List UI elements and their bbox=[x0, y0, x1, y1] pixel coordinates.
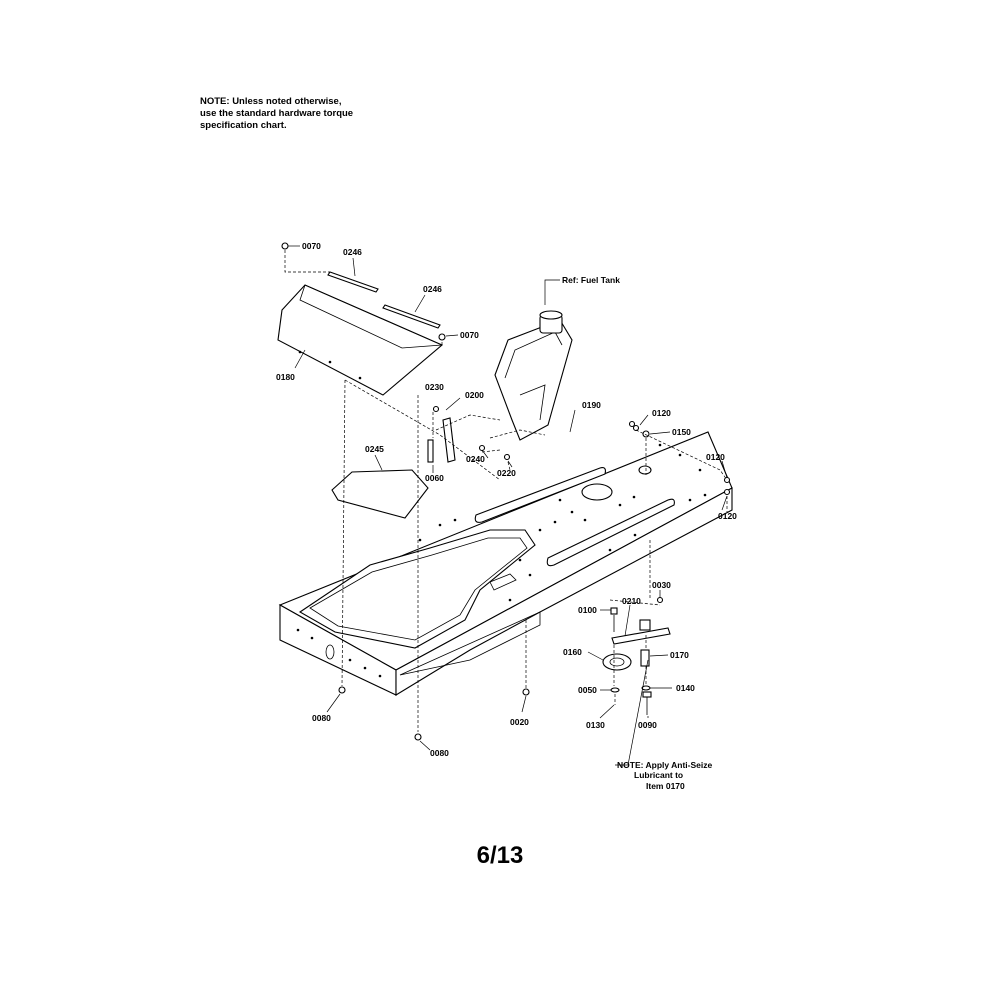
callout-0245: 0245 bbox=[365, 444, 384, 454]
callout-0210: 0210 bbox=[622, 596, 641, 606]
frame-part bbox=[278, 431, 733, 696]
antiseize-note: NOTE: Apply Anti-Seize Lubricant to Item… bbox=[617, 760, 713, 791]
callout-0130: 0130 bbox=[586, 720, 605, 730]
floor-mat-part bbox=[331, 469, 429, 519]
dash-panel-part bbox=[277, 284, 444, 396]
strip-0246-lower bbox=[382, 304, 441, 329]
callout-0190: 0190 bbox=[582, 400, 601, 410]
callout-0180: 0180 bbox=[276, 372, 295, 382]
callout-0246-upper: 0246 bbox=[343, 247, 362, 257]
callout-0090: 0090 bbox=[638, 720, 657, 730]
callout-0030: 0030 bbox=[652, 580, 671, 590]
callout-0050: 0050 bbox=[578, 685, 597, 695]
callout-0150: 0150 bbox=[672, 427, 691, 437]
callout-0100: 0100 bbox=[578, 605, 597, 615]
bracket-0200-part bbox=[442, 417, 456, 463]
callout-0080-bottom: 0080 bbox=[430, 748, 449, 758]
callout-0200: 0200 bbox=[465, 390, 484, 400]
antiseize-note-line-1: NOTE: Apply Anti-Seize bbox=[617, 760, 713, 770]
callout-0070-top: 0070 bbox=[302, 241, 321, 251]
callout-0160: 0160 bbox=[563, 647, 582, 657]
callout-0120-right-lower: 0120 bbox=[718, 511, 737, 521]
callout-0246-lower: 0246 bbox=[423, 284, 442, 294]
callout-0170: 0170 bbox=[670, 650, 689, 660]
torque-note-line-3: specification chart. bbox=[200, 120, 287, 131]
callout-0120-right-upper: 0120 bbox=[706, 452, 725, 462]
fuel-tank-reference-label: Ref: Fuel Tank bbox=[562, 275, 620, 285]
fuel-tank-part bbox=[494, 310, 573, 441]
callout-0080-left: 0080 bbox=[312, 713, 331, 723]
page-number: 6/13 bbox=[476, 842, 524, 869]
callout-0240: 0240 bbox=[466, 454, 485, 464]
torque-note-line-2: use the standard hardware torque bbox=[200, 108, 354, 119]
strip-0246-upper bbox=[327, 271, 379, 293]
callout-0020: 0020 bbox=[510, 717, 529, 727]
callout-0120-top: 0120 bbox=[652, 408, 671, 418]
callout-0220: 0220 bbox=[497, 468, 516, 478]
callout-0070-right: 0070 bbox=[460, 330, 479, 340]
assembly-lines bbox=[284, 250, 728, 732]
antiseize-note-line-3: Item 0170 bbox=[646, 781, 685, 791]
callout-0140: 0140 bbox=[676, 683, 695, 693]
callout-0060: 0060 bbox=[425, 473, 444, 483]
pivot-assembly bbox=[602, 607, 671, 715]
torque-note: NOTE: Unless noted otherwise, use the st… bbox=[200, 96, 353, 132]
callout-0230: 0230 bbox=[425, 382, 444, 392]
torque-note-line-1: NOTE: Unless noted otherwise, bbox=[200, 96, 342, 107]
antiseize-note-line-2: Lubricant to bbox=[634, 770, 683, 780]
callout-labels: 0070 0246 0246 0070 0180 0230 0200 0190 … bbox=[276, 241, 737, 758]
leader-lines bbox=[288, 245, 728, 766]
